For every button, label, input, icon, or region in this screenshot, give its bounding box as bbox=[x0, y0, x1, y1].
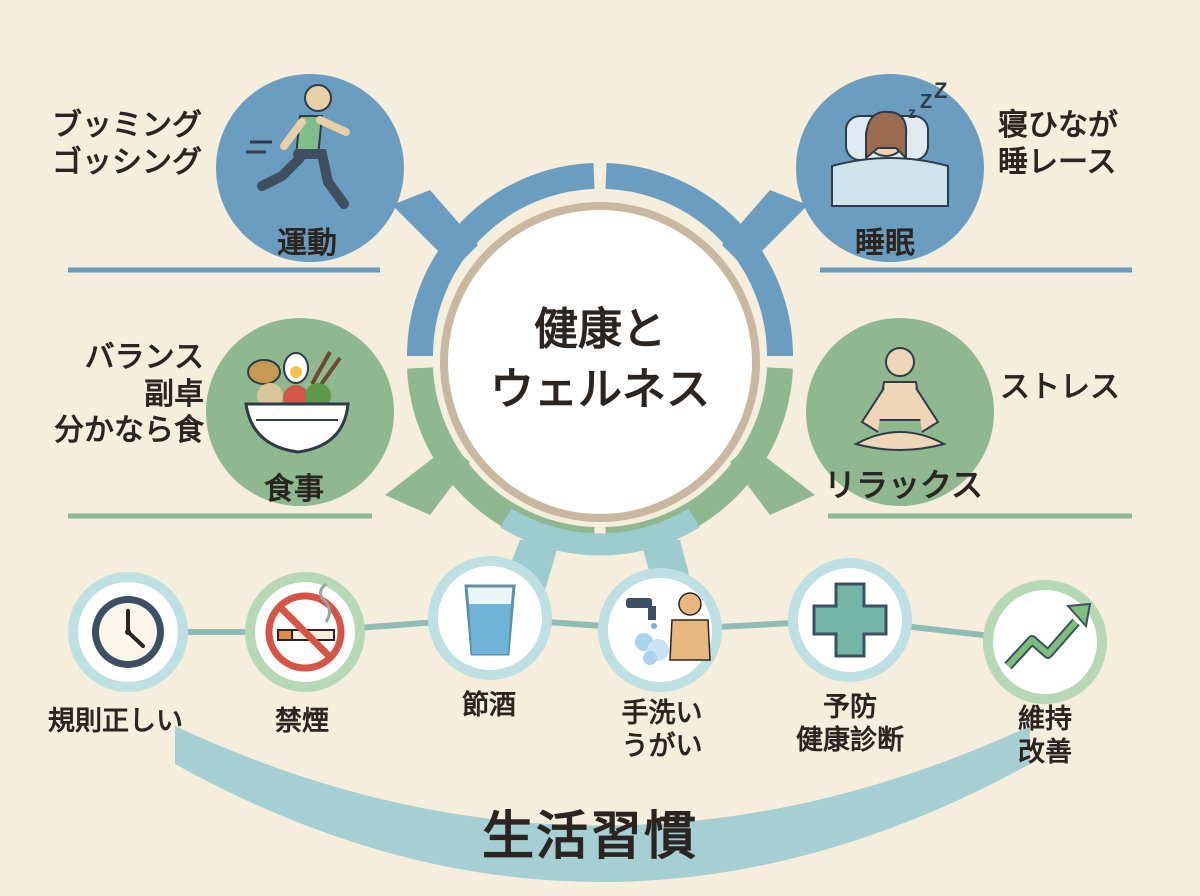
rising-trend-icon bbox=[1004, 602, 1092, 670]
habit-label-line: 手洗い bbox=[621, 698, 703, 729]
food-bowl-icon bbox=[244, 351, 350, 454]
exercise-note: ブッミング bbox=[52, 108, 202, 143]
habit-label-line: 規則正しい bbox=[48, 706, 183, 737]
svg-text:Z: Z bbox=[920, 91, 932, 113]
center-disc bbox=[448, 210, 752, 514]
habit-label-regular: 規則正しい bbox=[48, 706, 183, 739]
habit-label-line: うがい bbox=[621, 730, 703, 762]
svg-text:Z: Z bbox=[934, 78, 947, 103]
clock-icon bbox=[92, 596, 164, 668]
habit-label-hand-washing: 手洗い うがい bbox=[620, 698, 704, 764]
diet-notes: バランス 副卓 分かなら食 bbox=[54, 340, 204, 450]
no-smoking-icon bbox=[265, 582, 345, 672]
sleep-title: 睡眠 bbox=[855, 226, 915, 261]
center-title-line-1: 健康と bbox=[534, 304, 666, 355]
exercise-title: 運動 bbox=[277, 226, 337, 261]
sleep-note: 睡レース bbox=[998, 144, 1117, 180]
meditation-icon bbox=[853, 347, 947, 451]
lifestyle-banner-title: 生活習慣 bbox=[482, 807, 699, 867]
habit-label-line: 禁煙 bbox=[275, 706, 329, 737]
habit-label-line: 維持 bbox=[1018, 704, 1072, 735]
center-title: 健康と ウェルネス bbox=[470, 300, 730, 420]
relax-title: リラックス bbox=[824, 466, 984, 504]
center-title-line-2: ウェルネス bbox=[490, 363, 710, 415]
center-ring bbox=[407, 163, 793, 556]
runner-icon bbox=[246, 84, 350, 209]
medical-cross-icon bbox=[812, 582, 888, 658]
diet-note: 分かなら食 bbox=[54, 413, 204, 449]
sleeping-person-icon: z Z Z bbox=[831, 78, 949, 207]
habit-label-line: 予防 bbox=[823, 692, 877, 723]
water-glass-icon bbox=[464, 584, 516, 656]
habit-label-maintain: 維持 改善 bbox=[1012, 704, 1078, 770]
hand-washing-icon bbox=[626, 592, 711, 665]
habit-label-line: 改善 bbox=[1018, 736, 1072, 768]
habit-label-line: 節酒 bbox=[462, 690, 516, 721]
exercise-notes: ブッミング ゴッシング bbox=[52, 108, 202, 181]
habit-label-no-smoking: 禁煙 bbox=[275, 706, 329, 739]
diet-title: 食事 bbox=[264, 472, 324, 507]
lifestyle-banner-arc bbox=[175, 726, 1030, 882]
sleep-note: 寝ひなが bbox=[998, 108, 1118, 143]
habit-label-prevention: 予防 健康診断 bbox=[790, 692, 910, 758]
relax-notes: ストレス bbox=[1000, 370, 1120, 407]
circle-exercise bbox=[216, 74, 404, 262]
exercise-note: ゴッシング bbox=[52, 144, 202, 180]
habit-label-line: 健康診断 bbox=[796, 724, 904, 756]
svg-text:z: z bbox=[908, 105, 916, 122]
relax-note: ストレス bbox=[1000, 370, 1120, 405]
diet-note: 副卓 bbox=[144, 376, 204, 412]
sleep-notes: 寝ひなが 睡レース bbox=[998, 108, 1118, 181]
diet-note: バランス bbox=[84, 340, 204, 375]
habit-label-moderate-drinking: 節酒 bbox=[462, 690, 516, 723]
